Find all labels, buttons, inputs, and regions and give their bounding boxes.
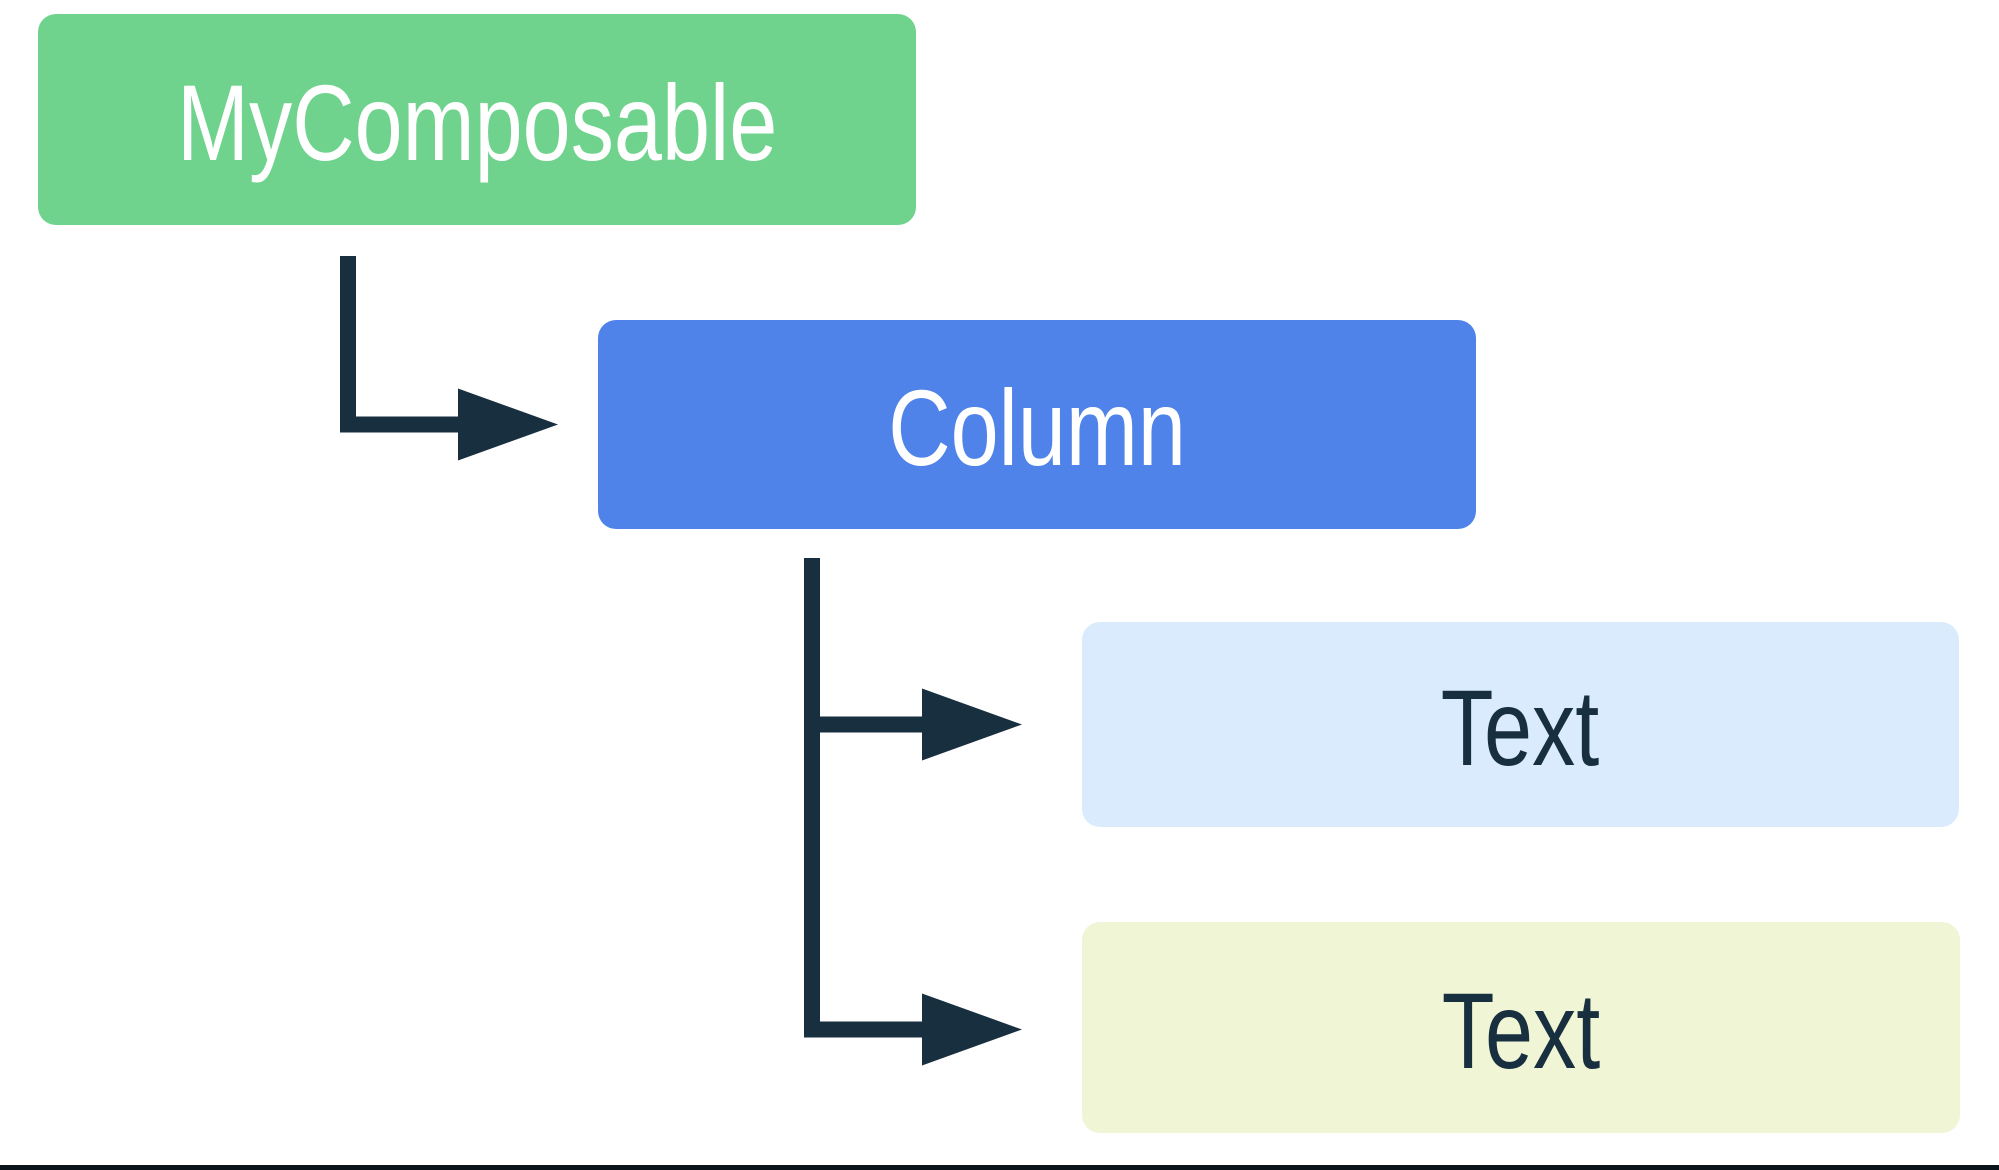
arrowhead-icon bbox=[922, 688, 1022, 761]
arrowhead-icon bbox=[458, 388, 558, 461]
node-text-second-label: Text bbox=[1441, 969, 1601, 1091]
bottom-divider bbox=[0, 1165, 1999, 1170]
node-column-label: Column bbox=[888, 366, 1186, 488]
arrow-branch-lines bbox=[804, 558, 926, 1038]
arrowhead-icon bbox=[922, 993, 1022, 1066]
node-mycomposable: MyComposable bbox=[38, 14, 916, 225]
node-text-second: Text bbox=[1082, 922, 1960, 1133]
arrow-mycomposable-to-column bbox=[340, 256, 558, 461]
node-text-first: Text bbox=[1082, 622, 1959, 827]
node-text-first-label: Text bbox=[1441, 666, 1600, 788]
node-column: Column bbox=[598, 320, 1476, 529]
arrow-column-to-text-children bbox=[804, 558, 1022, 1066]
node-mycomposable-label: MyComposable bbox=[176, 61, 778, 183]
arrow-elbow-line bbox=[340, 256, 466, 433]
